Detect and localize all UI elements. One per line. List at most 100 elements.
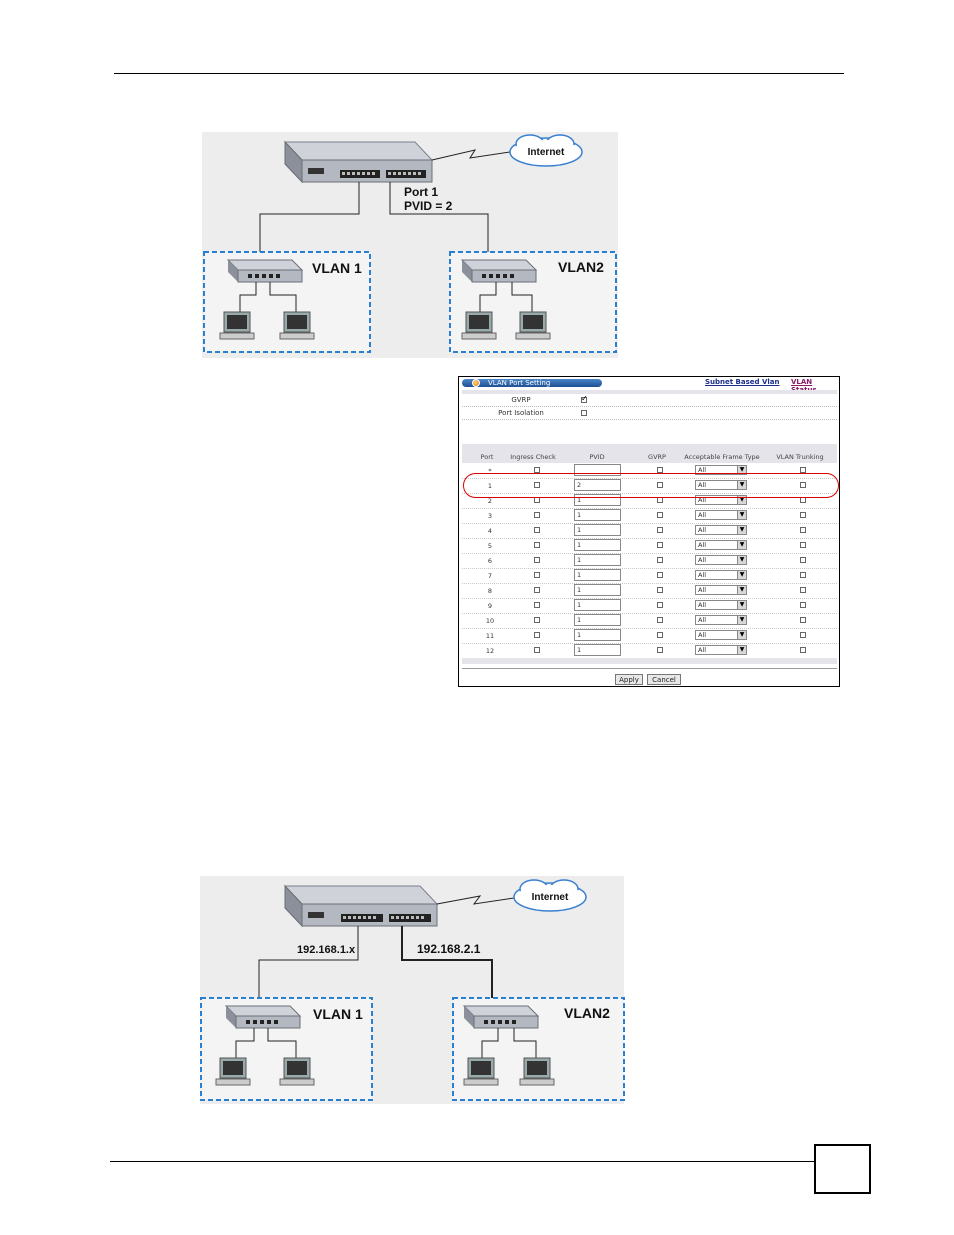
port-number: 6 bbox=[487, 557, 493, 565]
vlan1-label: VLAN 1 bbox=[312, 260, 362, 276]
dropdown-arrow-icon[interactable]: ▼ bbox=[737, 601, 746, 609]
dropdown-arrow-icon[interactable]: ▼ bbox=[737, 556, 746, 564]
dropdown-arrow-icon[interactable]: ▼ bbox=[737, 466, 746, 474]
frame-type-select[interactable]: All▼ bbox=[695, 525, 747, 535]
pvid-input[interactable]: 1 bbox=[574, 644, 621, 656]
computer-icon bbox=[515, 311, 551, 340]
trunk-checkbox[interactable] bbox=[800, 572, 806, 578]
ingress-checkbox[interactable] bbox=[534, 512, 540, 518]
frame-type-select[interactable]: All▼ bbox=[695, 570, 747, 580]
frame-type-select[interactable]: All▼ bbox=[695, 585, 747, 595]
frame-type-select[interactable]: All▼ bbox=[695, 540, 747, 550]
gvrp-port-checkbox[interactable] bbox=[657, 617, 663, 623]
gvrp-port-checkbox[interactable] bbox=[657, 512, 663, 518]
frame-type-select[interactable]: All▼ bbox=[695, 510, 747, 520]
vlan2-label: VLAN2 bbox=[564, 1005, 610, 1021]
frame-type-select[interactable]: All ▼ bbox=[695, 645, 747, 655]
frame-type-select[interactable]: All▼ bbox=[695, 495, 747, 505]
trunk-checkbox[interactable] bbox=[800, 617, 806, 623]
vlan-port-setting-screen: VLAN Port Setting Subnet Based Vlan VLAN… bbox=[458, 376, 840, 687]
cancel-button[interactable]: Cancel bbox=[647, 674, 681, 685]
port-isolation-label: Port Isolation bbox=[498, 409, 544, 417]
page-number-box bbox=[814, 1144, 871, 1194]
port-isolation-row: Port Isolation bbox=[462, 407, 837, 420]
gvrp-port-checkbox[interactable] bbox=[657, 572, 663, 578]
pvid-input[interactable]: 2 bbox=[574, 479, 621, 491]
table-row: 11 1 All▼ bbox=[462, 628, 837, 644]
port-number: 8 bbox=[487, 587, 493, 595]
trunk-checkbox[interactable] bbox=[800, 542, 806, 548]
pvid-input[interactable]: 1 bbox=[574, 554, 621, 566]
gvrp-port-checkbox[interactable] bbox=[657, 587, 663, 593]
trunk-checkbox[interactable] bbox=[800, 632, 806, 638]
dropdown-arrow-icon[interactable]: ▼ bbox=[737, 571, 746, 579]
gvrp-port-checkbox[interactable] bbox=[657, 602, 663, 608]
port-number: 1 bbox=[487, 482, 493, 490]
subnet-based-vlan-link[interactable]: Subnet Based Vlan bbox=[705, 378, 780, 386]
table-row: 9 1 All▼ bbox=[462, 598, 837, 614]
pvid-input[interactable]: 1 bbox=[574, 509, 621, 521]
figure-1-diagram: Internet Port 1 PVID = 2 VLAN 1 VLAN2 bbox=[200, 130, 620, 360]
gvrp-checkbox[interactable] bbox=[581, 394, 588, 403]
ingress-checkbox[interactable] bbox=[534, 632, 540, 638]
gvrp-port-checkbox[interactable] bbox=[657, 557, 663, 563]
gvrp-port-checkbox[interactable] bbox=[657, 647, 663, 653]
trunk-checkbox[interactable] bbox=[800, 602, 806, 608]
ingress-checkbox[interactable] bbox=[534, 617, 540, 623]
pvid-input[interactable]: 1 bbox=[574, 599, 621, 611]
dropdown-arrow-icon[interactable]: ▼ bbox=[737, 616, 746, 624]
ingress-checkbox[interactable] bbox=[534, 467, 540, 473]
gvrp-port-checkbox[interactable] bbox=[657, 632, 663, 638]
dropdown-arrow-icon[interactable]: ▼ bbox=[737, 526, 746, 534]
trunk-checkbox[interactable] bbox=[800, 527, 806, 533]
pvid-input[interactable]: 1 bbox=[574, 569, 621, 581]
frame-type-select[interactable]: All▼ bbox=[695, 600, 747, 610]
pvid-input[interactable]: 1 bbox=[574, 614, 621, 626]
port-number: 3 bbox=[487, 512, 493, 520]
frame-type-select[interactable]: All▼ bbox=[695, 555, 747, 565]
dropdown-arrow-icon[interactable]: ▼ bbox=[737, 496, 746, 504]
cloud-label: Internet bbox=[528, 147, 565, 158]
ingress-checkbox[interactable] bbox=[534, 647, 540, 653]
trunk-checkbox[interactable] bbox=[800, 587, 806, 593]
left-ip-label: 192.168.1.x bbox=[297, 944, 356, 956]
port-number: 9 bbox=[487, 602, 493, 610]
computer-icon bbox=[463, 1057, 499, 1086]
dropdown-arrow-icon[interactable]: ▼ bbox=[737, 541, 746, 549]
dropdown-arrow-icon[interactable]: ▼ bbox=[737, 511, 746, 519]
ingress-checkbox[interactable] bbox=[534, 572, 540, 578]
gvrp-port-checkbox[interactable] bbox=[657, 482, 663, 488]
frame-type-select[interactable]: All▼ bbox=[695, 630, 747, 640]
frame-type-value: All bbox=[698, 481, 707, 489]
frame-type-value: All bbox=[698, 646, 707, 654]
dropdown-arrow-icon[interactable]: ▼ bbox=[737, 646, 746, 654]
gvrp-port-checkbox[interactable] bbox=[657, 527, 663, 533]
gvrp-port-checkbox[interactable] bbox=[657, 542, 663, 548]
trunk-checkbox[interactable] bbox=[800, 512, 806, 518]
frame-type-select[interactable]: All▼ bbox=[695, 465, 747, 475]
dropdown-arrow-icon[interactable]: ▼ bbox=[737, 481, 746, 489]
trunk-checkbox[interactable] bbox=[800, 557, 806, 563]
ingress-checkbox[interactable] bbox=[534, 527, 540, 533]
gvrp-port-checkbox[interactable] bbox=[657, 467, 663, 473]
pvid-input[interactable]: 1 bbox=[574, 524, 621, 536]
pvid-input[interactable]: 1 bbox=[574, 629, 621, 641]
title-bullet-icon bbox=[472, 379, 480, 387]
trunk-checkbox[interactable] bbox=[800, 647, 806, 653]
frame-type-select[interactable]: All ▼ bbox=[695, 480, 747, 490]
ingress-checkbox[interactable] bbox=[534, 587, 540, 593]
frame-type-select[interactable]: All▼ bbox=[695, 615, 747, 625]
pvid-input[interactable]: 1 bbox=[574, 584, 621, 596]
apply-button[interactable]: Apply bbox=[615, 674, 643, 685]
pvid-input[interactable]: 1 bbox=[574, 539, 621, 551]
ingress-checkbox[interactable] bbox=[534, 482, 540, 488]
dropdown-arrow-icon[interactable]: ▼ bbox=[737, 586, 746, 594]
right-ip-label: 192.168.2.1 bbox=[417, 942, 481, 956]
trunk-checkbox[interactable] bbox=[800, 467, 806, 473]
dropdown-arrow-icon[interactable]: ▼ bbox=[737, 631, 746, 639]
port-isolation-checkbox[interactable] bbox=[581, 410, 587, 416]
trunk-checkbox[interactable] bbox=[800, 482, 806, 488]
ingress-checkbox[interactable] bbox=[534, 542, 540, 548]
ingress-checkbox[interactable] bbox=[534, 557, 540, 563]
ingress-checkbox[interactable] bbox=[534, 602, 540, 608]
